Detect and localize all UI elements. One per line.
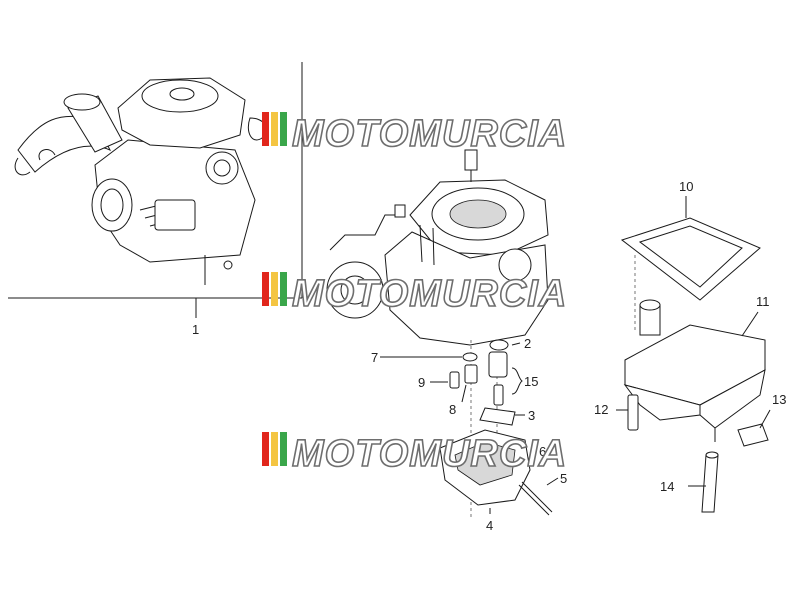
watermark-bottom: MOTOMURCIA	[262, 432, 567, 476]
callout-1: 1	[192, 322, 199, 337]
watermark-middle: MOTOMURCIA	[262, 272, 567, 316]
float-bowl-gasket	[620, 217, 761, 330]
callout-11: 11	[756, 294, 770, 309]
callout-15: 15	[524, 374, 538, 389]
callout-9: 9	[418, 375, 425, 390]
callout-4: 4	[486, 518, 493, 533]
callout-12: 12	[594, 402, 608, 417]
callout-3: 3	[528, 408, 535, 423]
watermark-text-bottom: MOTOMURCIA	[292, 433, 567, 475]
watermark-top: MOTOMURCIA	[262, 112, 567, 156]
callout-labels: 1 2 3 4 5 6 7 8 9 10 11 12 13 14 15	[192, 179, 786, 533]
watermark-text-middle: MOTOMURCIA	[292, 273, 567, 315]
callout-14: 14	[660, 479, 674, 494]
float-bowl	[623, 299, 769, 513]
callout-10: 10	[679, 179, 693, 194]
callout-5: 5	[560, 471, 567, 486]
leader-lines	[195, 196, 771, 514]
carburetor-body	[326, 149, 549, 520]
watermark-text-top: MOTOMURCIA	[292, 113, 567, 155]
callout-13: 13	[772, 392, 786, 407]
callout-6: 6	[539, 444, 546, 459]
assembled-carburetor	[8, 62, 303, 299]
callout-2: 2	[524, 336, 531, 351]
jet-parts	[439, 339, 553, 516]
callout-8: 8	[449, 402, 456, 417]
callout-7: 7	[371, 350, 378, 365]
